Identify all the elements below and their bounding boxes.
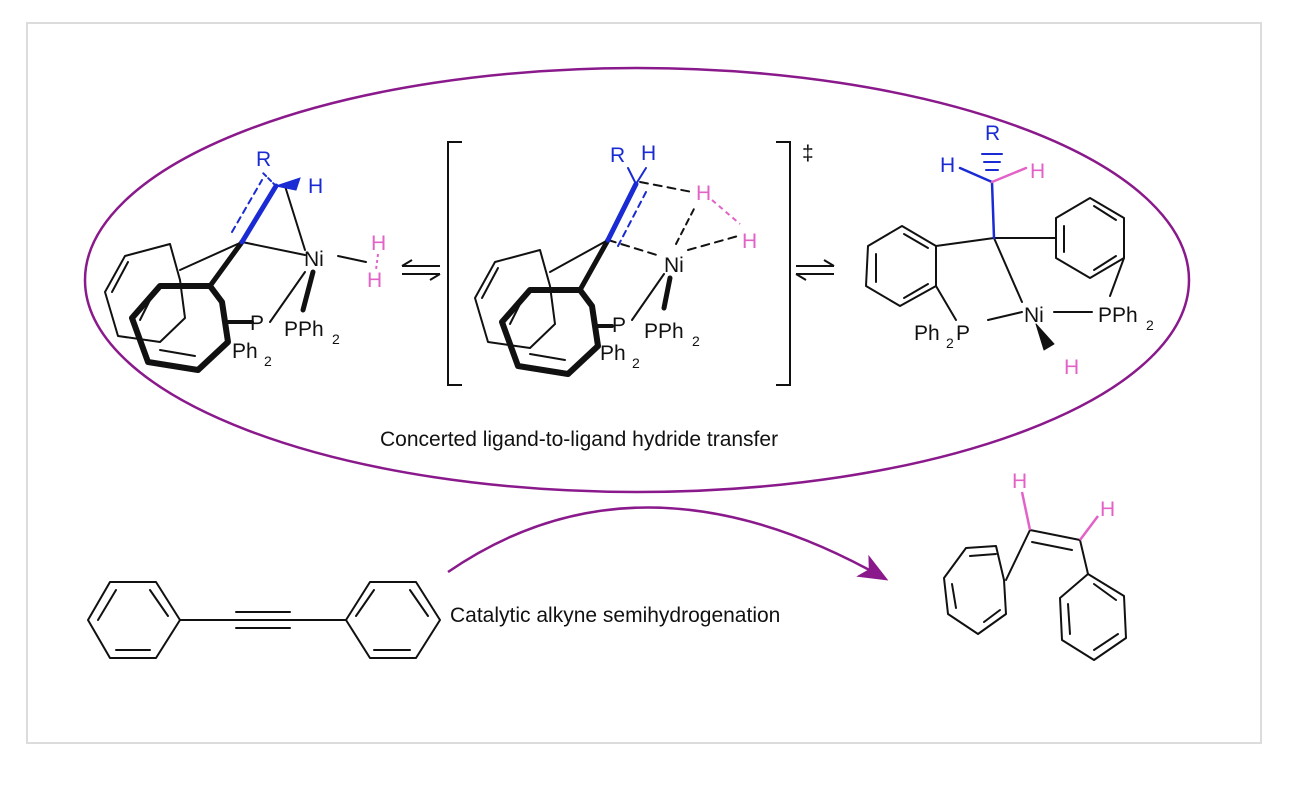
s3-pph-sub: 2 <box>1146 317 1154 333</box>
ts-pph-sub: 2 <box>692 333 700 349</box>
arrow-caption: Catalytic alkyne semihydrogenation <box>450 604 780 627</box>
s1-h2-bottom-label: H <box>367 269 382 292</box>
s1-pph-label: PPh <box>284 318 324 341</box>
structure-ni-alkyl-hydride <box>865 197 1125 351</box>
mechanism-ellipse <box>83 66 1191 494</box>
s1-r-label: R <box>256 148 271 171</box>
equilibrium-arrow-1 <box>401 259 441 281</box>
s1-ph-sub: 2 <box>264 353 272 369</box>
s1-ph-label: Ph <box>232 340 258 363</box>
ts-ni-label: Ni <box>664 254 684 277</box>
s1-h-label: H <box>308 175 323 198</box>
structure-ni-alkene-h2 <box>104 185 367 373</box>
s1-h2-top-label: H <box>371 232 386 255</box>
equilibrium-arrow-2 <box>795 259 835 281</box>
s1-pph-sub: 2 <box>332 331 340 347</box>
ts-h2-top-label: H <box>696 182 711 205</box>
s1-p-label: P <box>250 312 264 335</box>
ts-bracket-left <box>447 141 462 386</box>
s3-h-hydride-label: H <box>1064 356 1079 379</box>
s3-pph-label: PPh <box>1098 304 1138 327</box>
cis-stilbene <box>943 529 1127 661</box>
stilbene-h1-label: H <box>1012 470 1027 493</box>
s3-ph-sub: 2 <box>946 335 954 351</box>
ts-ph-label: Ph <box>600 342 626 365</box>
diphenylacetylene <box>87 581 441 659</box>
ts-alkene <box>605 167 647 247</box>
ts-h-label: H <box>641 142 656 165</box>
s3-ni-label: Ni <box>1024 304 1044 327</box>
s3-p-label: P <box>956 322 970 345</box>
s3-h-pink-label: H <box>1030 160 1045 183</box>
stilbene-h2-label: H <box>1100 498 1115 521</box>
s3-alkyl <box>958 153 1028 240</box>
ts-bracket-right <box>776 141 791 386</box>
ts-h2-bottom-label: H <box>742 230 757 253</box>
ts-dagger: ‡ <box>802 142 814 165</box>
s3-r-label: R <box>985 122 1000 145</box>
structure-1-alkene <box>231 171 301 245</box>
structure-transition-state <box>474 181 739 377</box>
ellipse-caption: Concerted ligand-to-ligand hydride trans… <box>380 428 778 451</box>
ts-r-label: R <box>610 144 625 167</box>
catalytic-arrow <box>447 506 889 581</box>
ts-pph-label: PPh <box>644 320 684 343</box>
s3-ph-label: Ph <box>914 322 940 345</box>
ts-p-label: P <box>612 314 626 337</box>
s1-ni-label: Ni <box>304 248 324 271</box>
ts-ph-sub: 2 <box>632 355 640 371</box>
s3-h-blue-label: H <box>940 154 955 177</box>
